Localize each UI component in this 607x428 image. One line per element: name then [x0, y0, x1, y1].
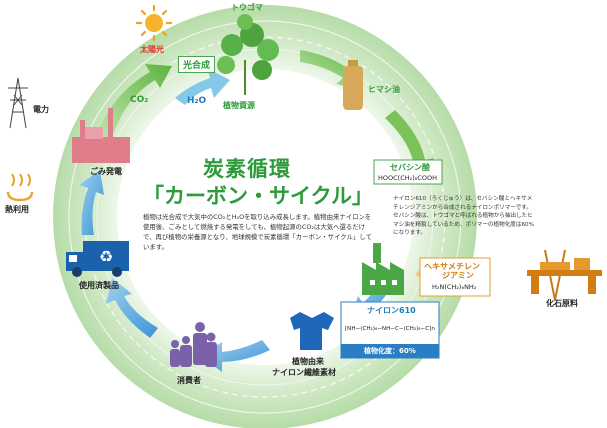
cycle-description: 植物は光合成で大気中のCO₂とH₂Oを取り込み成長します。植物由来ナイロンを使用… — [143, 213, 372, 251]
hexamethylenediamine-box — [419, 257, 491, 297]
castor-oil-label: ヒマシ油 — [368, 85, 400, 94]
nylon610-description: ナイロン610（ろくじゅう）は、セバシン酸とヘキサメチレンジアミンから合成される… — [393, 196, 534, 237]
nylon610-box — [340, 301, 440, 359]
fiber-label-line2: ナイロン繊維素材 — [272, 368, 336, 377]
factory-icon — [362, 243, 404, 295]
cycle-title-line1: 炭素循環 — [203, 157, 291, 181]
sebacic-acid-box — [373, 159, 443, 185]
h2o-label: H₂O — [187, 96, 207, 106]
sebacic-acid-label: セバシン酸 — [390, 163, 430, 172]
arrow-h2o — [175, 68, 230, 105]
heat-label: 熱利用 — [5, 205, 29, 214]
arrow-to-consumer — [200, 340, 270, 372]
castor-plant-icon — [217, 14, 279, 95]
hexa-label-line1: ヘキサメチレン — [424, 262, 480, 271]
oil-rig-icon — [527, 249, 602, 301]
svg-text:♻: ♻ — [99, 247, 113, 266]
consumer-family-icon — [170, 322, 217, 367]
electricity-label: 電力 — [33, 105, 49, 114]
power-tower-icon — [8, 77, 28, 129]
plant-ratio-label: 植物化度：60% — [364, 347, 416, 355]
incinerator-icon — [72, 108, 130, 163]
heat-icon — [6, 173, 34, 202]
arrow-to-garbage — [79, 170, 104, 235]
photosynthesis-badge: 光合成 — [178, 56, 216, 73]
co2-label: CO₂ — [130, 95, 149, 105]
arrow-to-used — [106, 278, 158, 338]
garbage-truck-icon: ♻ — [66, 241, 129, 277]
garbage-power-label: ごみ発電 — [90, 167, 122, 176]
plant-resource-label: 植物資源 — [223, 101, 255, 110]
arrow-co2 — [95, 64, 172, 145]
nylon610-label: ナイロン610 — [367, 306, 416, 315]
fossil-label: 化石原料 — [546, 299, 578, 308]
sun-label: 太陽光 — [140, 45, 164, 54]
hexa-label-line2: ジアミン — [442, 271, 474, 280]
fiber-label-line1: 植物由来 — [292, 357, 324, 366]
sun-icon — [135, 4, 173, 42]
castor-plant-label: トウゴマ — [231, 3, 263, 12]
used-product-label: 使用済製品 — [79, 281, 119, 290]
sebacic-acid-formula: HOOC(CH₂)₈COOH — [378, 174, 438, 182]
consumer-label: 消費者 — [177, 376, 201, 385]
nylon610-formula: [NH−(CH₂)₆−NH−C−(CH₂)₈−C]n — [345, 326, 435, 332]
hexa-formula: H₂N(CH₂)₆NH₂ — [432, 283, 477, 291]
cycle-title-line2: 「カーボン・サイクル」 — [143, 184, 373, 208]
castor-oil-bottle-icon — [343, 60, 363, 110]
tshirt-icon — [290, 312, 334, 350]
